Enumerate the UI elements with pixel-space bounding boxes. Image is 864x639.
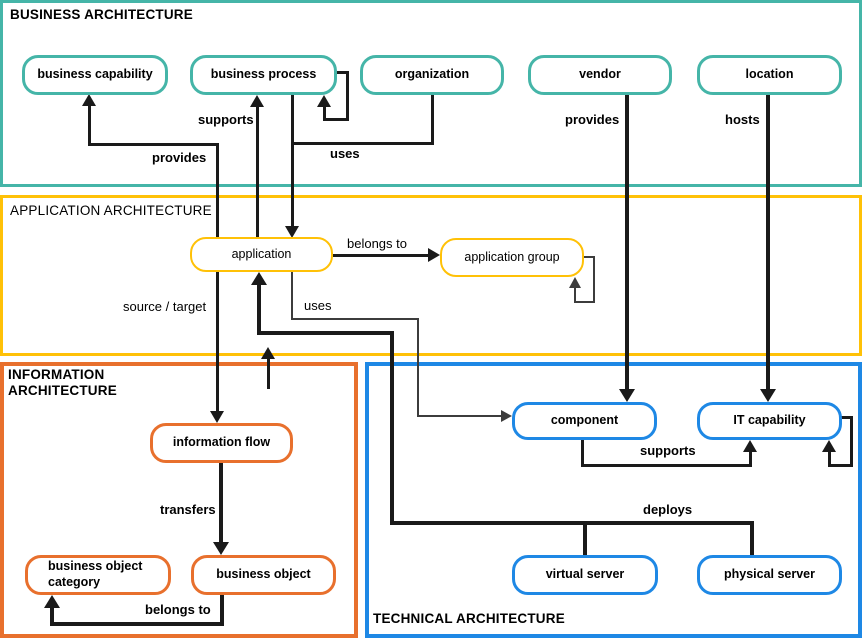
node-business-object: business object [191,555,336,595]
edge-segment [583,521,587,555]
node-it-capability: IT capability [697,402,842,440]
node-physical-server: physical server [697,555,842,595]
edge-label-supports: supports [640,443,696,458]
node-location: location [697,55,842,95]
edge-label-transfers: transfers [160,502,216,517]
edge-segment [766,95,770,389]
node-business-process: business process [190,55,337,95]
application-architecture-title: APPLICATION ARCHITECTURE [10,203,212,218]
edge-segment [431,95,434,145]
edge-segment [593,256,595,303]
edge-segment [749,452,752,466]
edge-segment [50,607,54,624]
edge-segment [390,331,394,525]
node-vendor: vendor [528,55,672,95]
edge-segment [216,272,219,411]
arrowhead-up [317,95,331,107]
edge-segment [216,143,219,237]
arrowhead-up [82,94,96,106]
arrowhead-up [250,95,264,107]
node-application: application [190,237,333,272]
information-architecture-title: INFORMATION ARCHITECTURE [8,367,117,399]
node-organization: organization [360,55,504,95]
arrowhead-up [743,440,757,452]
edge-label-source-target: source / target [123,299,207,314]
edge-segment [584,256,595,258]
edge-segment [574,301,595,303]
edge-segment [88,143,219,146]
edge-segment [257,284,261,333]
node-virtual-server: virtual server [512,555,658,595]
edge-label-uses: uses [330,146,360,161]
section-business-architecture [0,0,862,187]
arrowhead-down [213,542,229,555]
edge-segment [417,415,502,417]
edge-segment [581,464,752,467]
edge-segment [50,622,224,626]
edge-label-deploys: deploys [643,502,693,517]
edge-segment [257,331,394,335]
business-architecture-title: BUSINESS ARCHITECTURE [10,7,193,22]
edge-segment [390,521,754,525]
arrowhead-up [261,347,275,359]
node-business-object-category: business object category [25,555,171,595]
arrowhead-up [822,440,836,452]
edge-segment [256,107,259,237]
node-application-group: application group [440,238,584,277]
edge-segment [219,463,223,543]
edge-segment [291,142,434,145]
edge-segment [291,272,293,320]
edge-label-supports: supports [198,112,254,127]
edge-segment [574,288,576,303]
edge-segment [333,254,429,257]
edge-segment [750,521,754,555]
edge-segment [88,106,91,146]
arrowhead-up [569,277,581,288]
edge-segment [417,318,419,417]
edge-segment [323,118,349,121]
edge-segment [323,107,326,121]
node-information-flow: information flow [150,423,293,463]
node-business-capability: business capability [22,55,168,95]
edge-segment [828,452,831,466]
edge-segment [267,359,270,389]
edge-label-hosts: hosts [725,112,760,127]
arrowhead-right [501,410,512,422]
technical-architecture-title: TECHNICAL ARCHITECTURE [373,611,565,626]
arrowhead-down [285,226,299,238]
node-component: component [512,402,657,440]
edge-segment [336,71,349,74]
edge-segment [625,95,629,389]
edge-label-provides: provides [565,112,620,127]
edge-label-uses: uses [304,298,332,313]
arrowhead-down [760,389,776,402]
edge-label-provides: provides [152,150,207,165]
edge-label-belongs-to: belongs to [347,236,407,251]
section-technical-architecture [365,362,862,638]
edge-label-belongs-to: belongs to [145,602,211,617]
edge-segment [346,71,349,121]
edge-segment [850,416,853,467]
arrowhead-up [44,595,60,608]
edge-segment [581,440,584,467]
arrowhead-right [428,248,440,262]
arrowhead-down [210,411,224,423]
edge-segment [220,595,224,626]
section-information-architecture [0,362,358,638]
arrowhead-down [619,389,635,402]
edge-segment [291,318,419,320]
arrowhead-up [251,272,267,285]
section-application-architecture [0,195,862,356]
edge-segment [828,464,853,467]
edge-segment [291,95,294,226]
edge-segment [840,416,853,419]
